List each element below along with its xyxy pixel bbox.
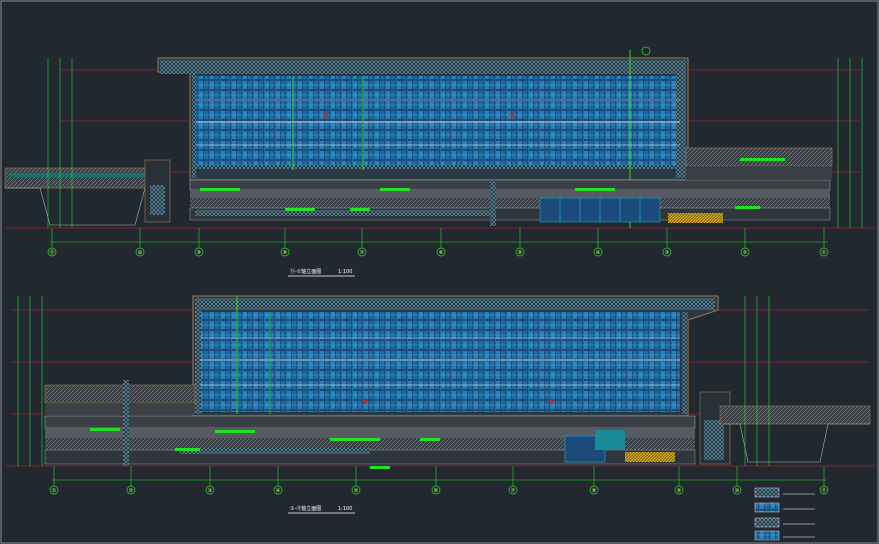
axis-label: ⑨	[197, 250, 201, 256]
axis-bubble	[357, 247, 367, 257]
upper-scale-text: 1:100	[338, 269, 352, 275]
axis-label: ⑩	[735, 488, 740, 494]
axis-bubble	[593, 247, 603, 257]
axis-label: ⑩	[138, 250, 143, 256]
axis-bubble	[819, 485, 829, 495]
upper-elevation	[4, 46, 875, 243]
axis-bubble	[49, 485, 59, 495]
axis-label: ⑦	[360, 250, 365, 256]
axis-label: ⑪	[821, 487, 826, 494]
axis-label: ⑤	[354, 488, 358, 494]
axis-bubble	[674, 485, 684, 495]
axis-bubble	[351, 485, 361, 495]
axis-bubble	[273, 485, 283, 495]
axis-label: ⑪	[49, 249, 54, 256]
lower-scale-text: 1:100	[338, 506, 352, 512]
material-legend	[754, 487, 815, 541]
axis-label: ③	[665, 250, 669, 256]
axis-bubble	[508, 485, 518, 495]
axis-bubble	[515, 247, 525, 257]
axis-label: ⑥	[439, 250, 444, 256]
axis-label: ③	[208, 488, 212, 494]
axis-label: ⑨	[677, 488, 681, 494]
axis-label: ⑧	[592, 488, 597, 494]
axis-label: ⑧	[283, 250, 288, 256]
axis-label: ②	[743, 250, 748, 256]
axis-label: ⑤	[518, 250, 522, 256]
axis-bubble	[740, 247, 750, 257]
axis-bubble	[662, 247, 672, 257]
upper-elevation-title: ⑪-①轴立面图 1:100	[288, 268, 355, 277]
lower-elevation	[5, 295, 875, 481]
lower-axis-bubbles: ① ② ③ ④ ⑤ ⑥ ⑦ ⑧ ⑨ ⑩ ⑪	[49, 466, 829, 495]
axis-bubble	[431, 485, 441, 495]
axis-bubble	[194, 247, 204, 257]
axis-label: ①	[52, 488, 57, 494]
axis-label: ②	[129, 488, 134, 494]
axis-label: ⑥	[434, 488, 439, 494]
axis-bubble	[126, 485, 136, 495]
axis-bubble	[589, 485, 599, 495]
lower-elevation-title: ①-⑪轴立面图 1:100	[288, 505, 355, 514]
axis-label: ④	[276, 488, 281, 494]
axis-label: ⑦	[511, 488, 516, 494]
axis-bubble	[436, 247, 446, 257]
axis-bubble	[280, 247, 290, 257]
upper-axis-bubbles: ⑪ ⑩ ⑨ ⑧ ⑦ ⑥ ⑤ ④ ③ ② ①	[47, 228, 829, 257]
axis-label: ①	[822, 250, 827, 256]
axis-bubble	[47, 247, 57, 257]
axis-bubble	[205, 485, 215, 495]
axis-bubble	[819, 247, 829, 257]
axis-bubble	[135, 247, 145, 257]
upper-title-text: ⑪-①轴立面图	[290, 268, 321, 275]
lower-title-text: ①-⑪轴立面图	[290, 505, 321, 512]
axis-label: ④	[596, 250, 601, 256]
axis-bubble	[732, 485, 742, 495]
